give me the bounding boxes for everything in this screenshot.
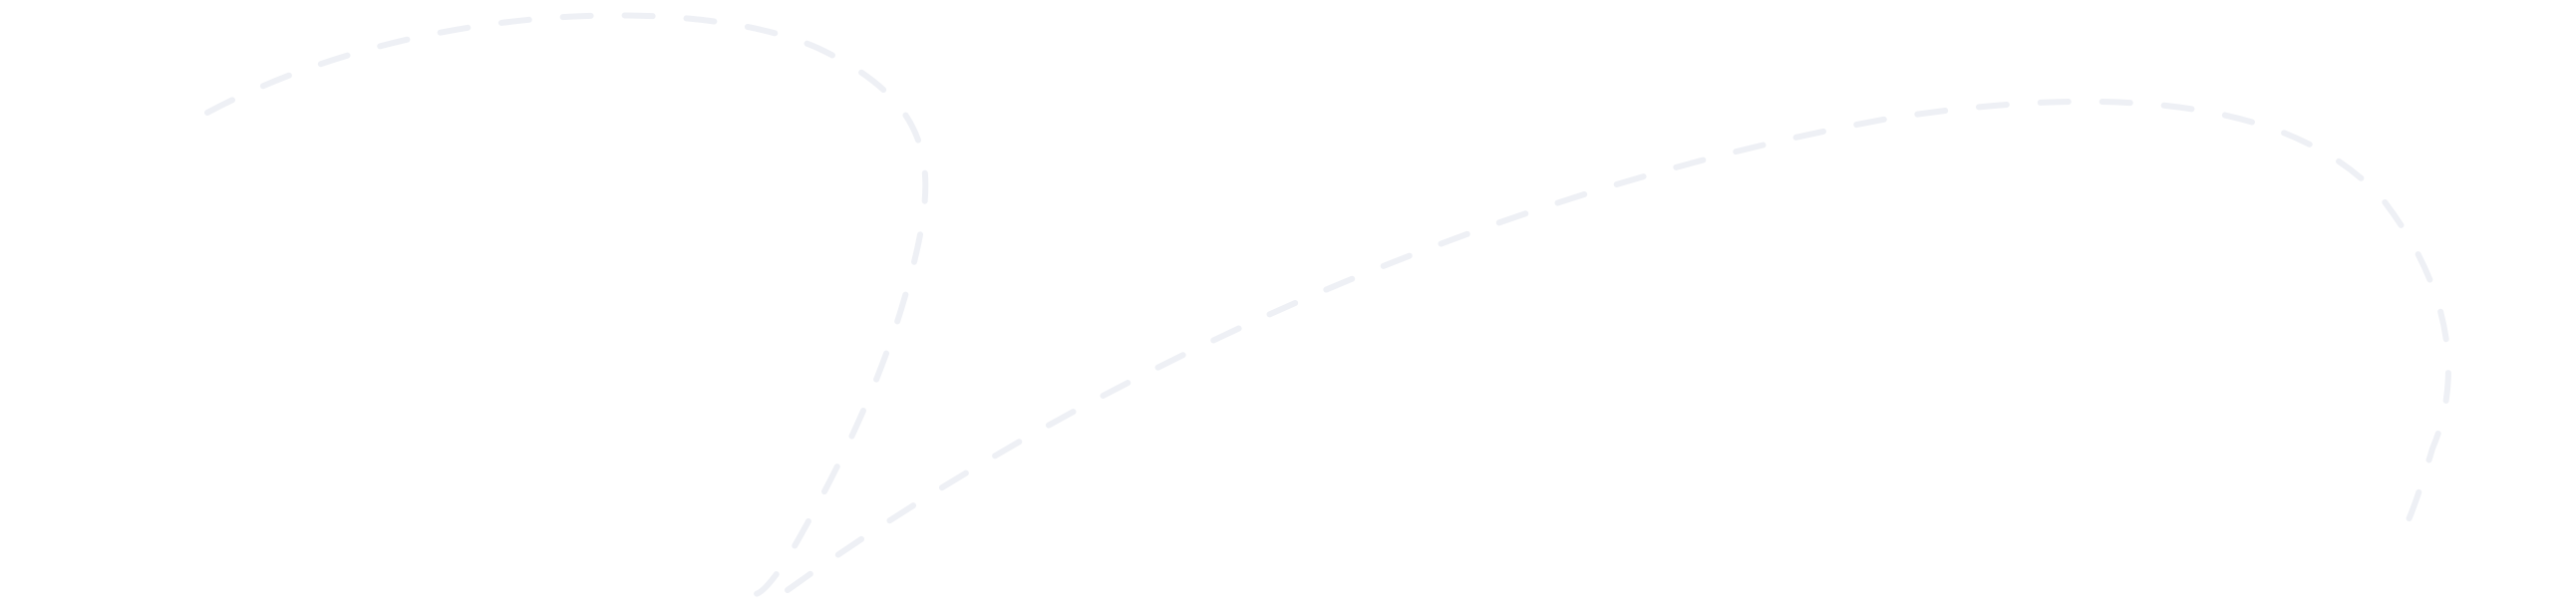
- left-loop-curve: [204, 12, 929, 598]
- right-loop-curve: [785, 98, 2451, 593]
